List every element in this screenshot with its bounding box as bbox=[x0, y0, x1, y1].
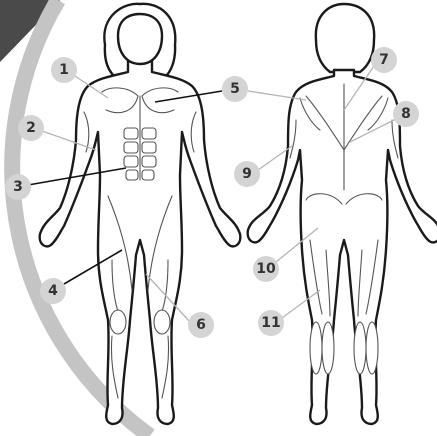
label-4: 4 bbox=[40, 278, 66, 304]
label-10-text: 10 bbox=[256, 261, 276, 277]
label-6: 6 bbox=[188, 312, 214, 338]
label-2-text: 2 bbox=[26, 120, 36, 136]
label-3-text: 3 bbox=[13, 179, 23, 195]
label-7-text: 7 bbox=[379, 52, 389, 68]
label-7: 7 bbox=[371, 47, 397, 73]
label-8: 8 bbox=[393, 101, 419, 127]
label-2: 2 bbox=[18, 115, 44, 141]
label-11: 11 bbox=[258, 310, 284, 336]
label-9-text: 9 bbox=[242, 166, 252, 182]
label-9: 9 bbox=[234, 161, 260, 187]
label-1: 1 bbox=[51, 57, 77, 83]
label-3: 3 bbox=[5, 174, 31, 200]
label-5-text: 5 bbox=[230, 81, 240, 97]
label-6-text: 6 bbox=[196, 317, 206, 333]
label-10: 10 bbox=[253, 256, 279, 282]
label-8-text: 8 bbox=[401, 106, 411, 122]
back-figure bbox=[248, 4, 437, 424]
label-4-text: 4 bbox=[48, 283, 58, 299]
label-5: 5 bbox=[222, 76, 248, 102]
label-11-text: 11 bbox=[261, 315, 280, 331]
label-1-text: 1 bbox=[59, 62, 69, 78]
